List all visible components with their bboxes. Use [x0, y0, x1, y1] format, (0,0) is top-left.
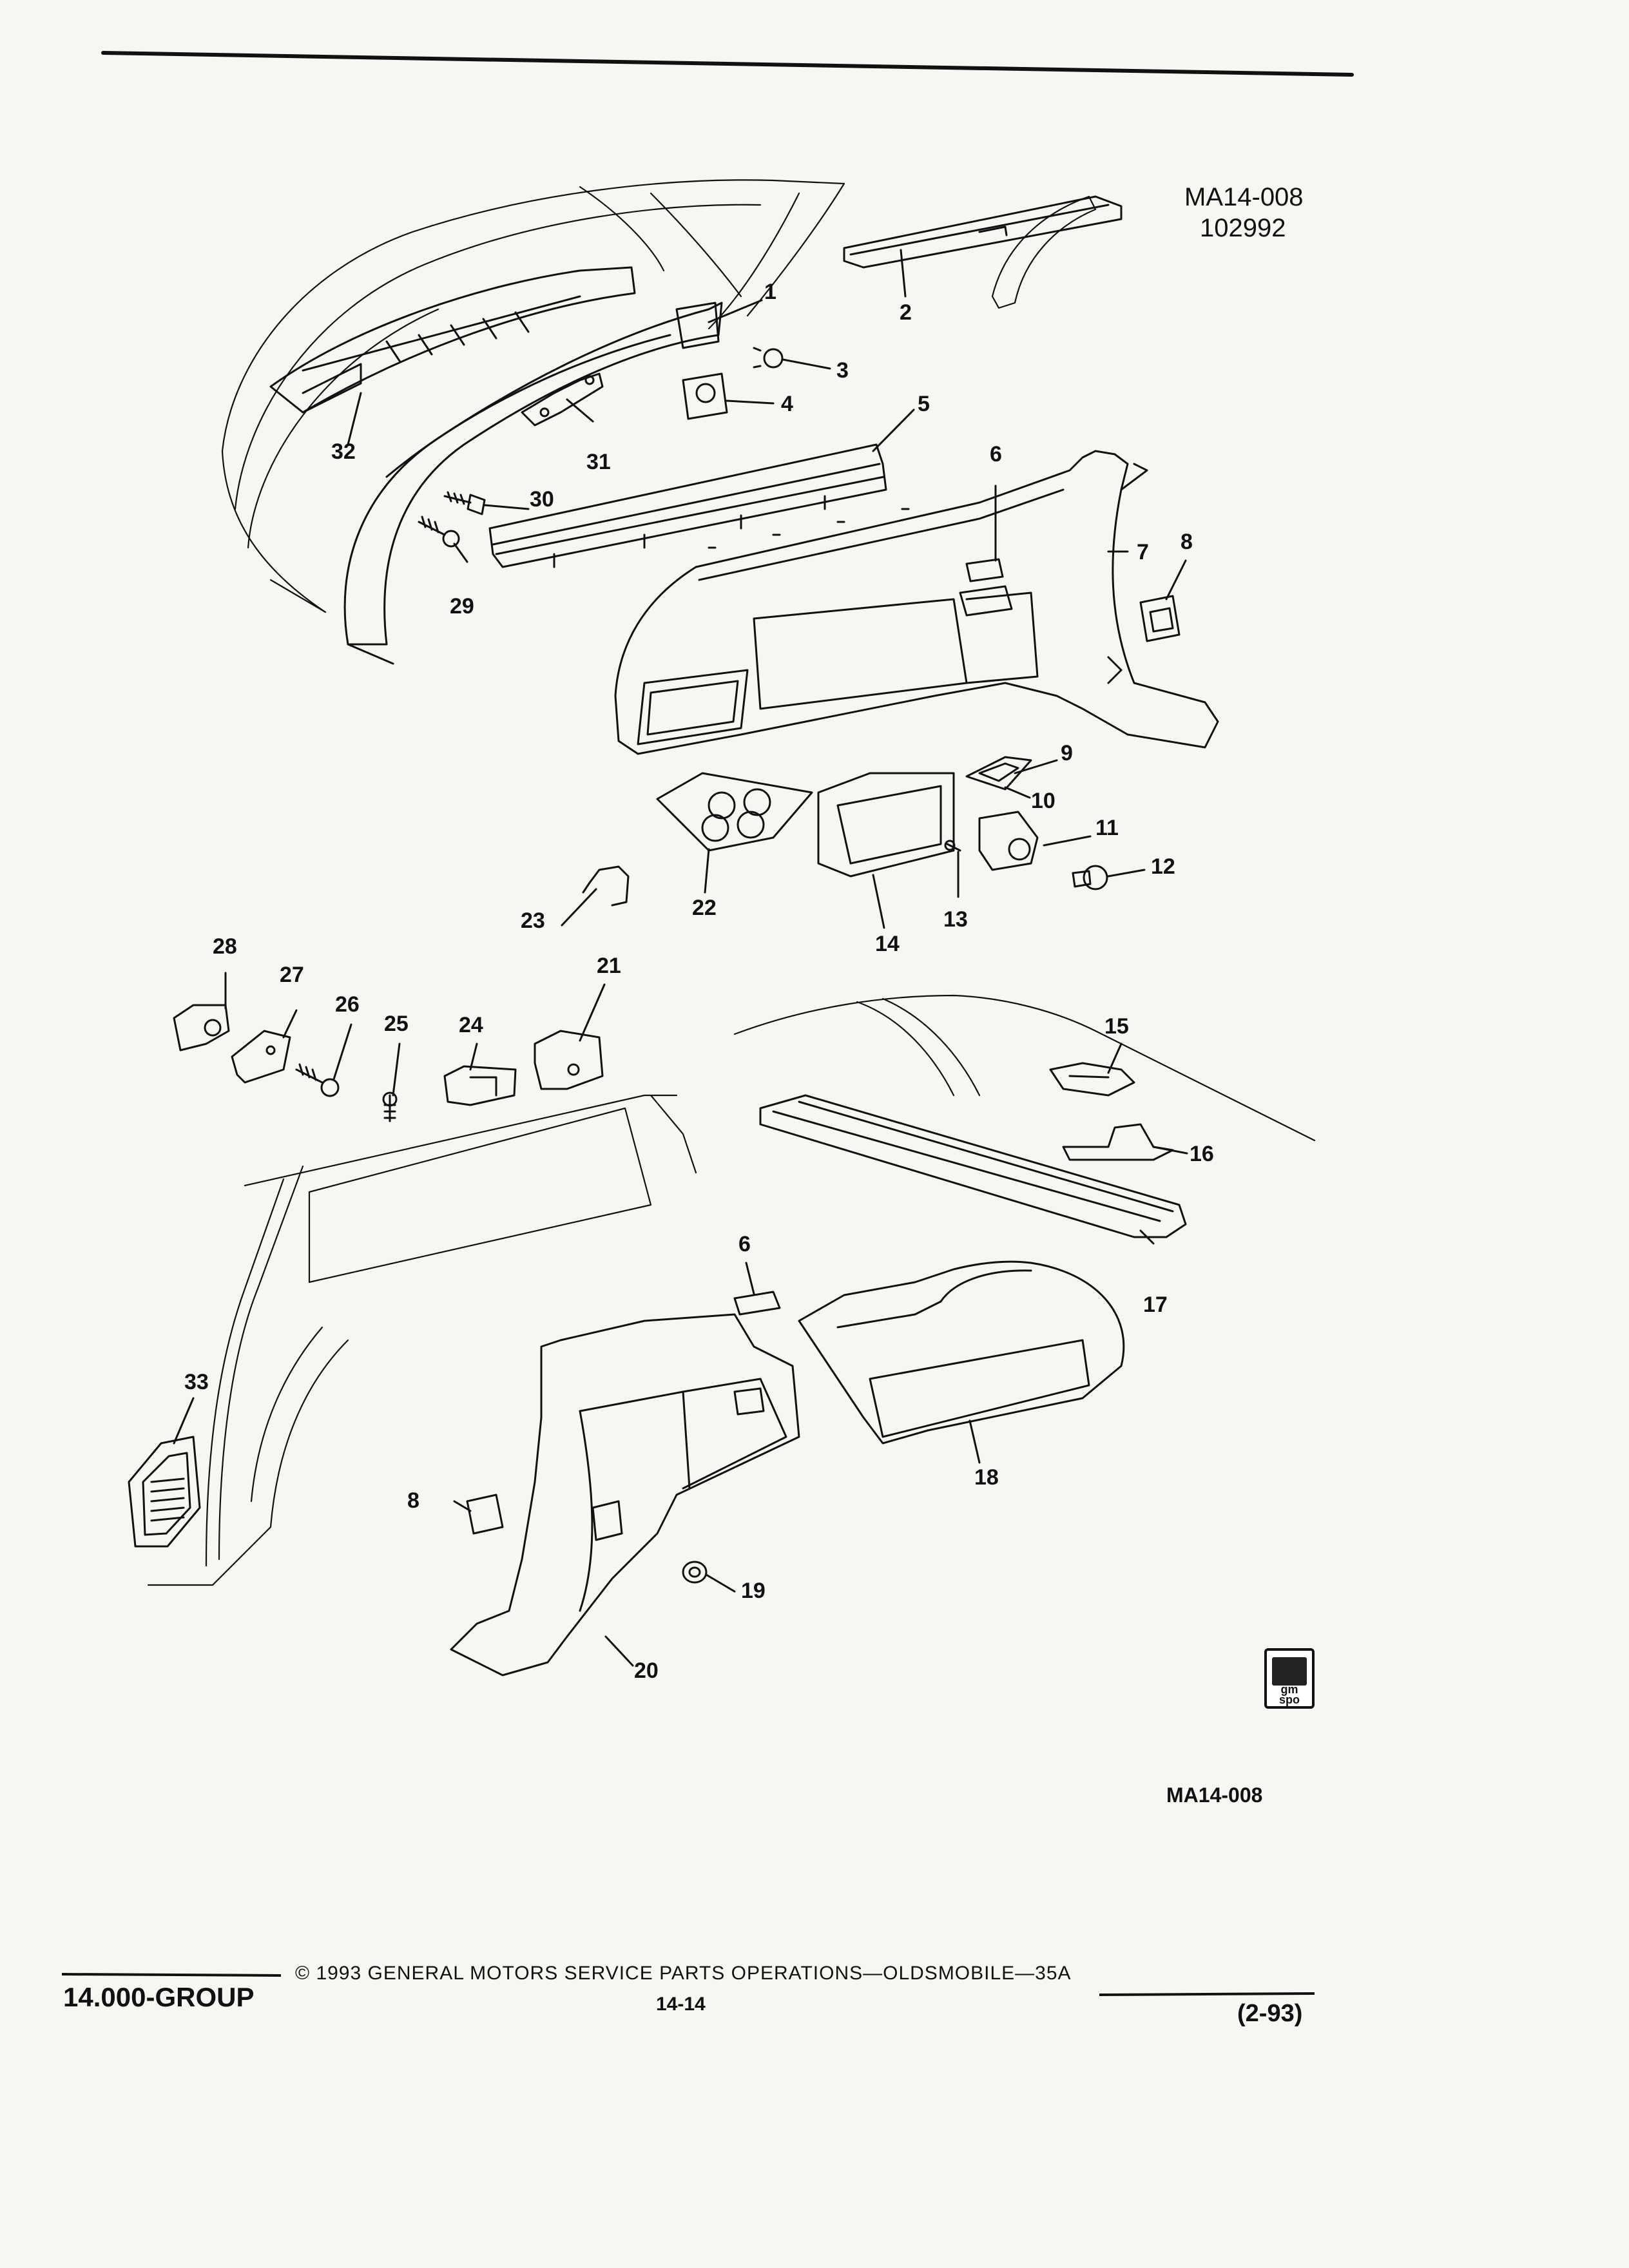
footer-page-number: 14-14 [656, 1994, 706, 2015]
part-18-wheelhouse [798, 1260, 1125, 1445]
callout-32: 32 [331, 439, 356, 464]
gm-spo-logo: gm spo [1264, 1648, 1315, 1709]
part-6-pad-lower [733, 1291, 781, 1316]
part-1-roof-rail-trim [343, 302, 723, 665]
callout-28: 28 [213, 934, 237, 959]
callout-16: 16 [1190, 1142, 1214, 1166]
callout-5: 5 [918, 392, 930, 416]
figure-bottom-ref: MA14-008 [1166, 1783, 1263, 1807]
part-11-socket [978, 811, 1039, 871]
part-14-compartment [817, 772, 955, 878]
callout-9: 9 [1061, 741, 1073, 765]
part-31-bracket [521, 372, 604, 427]
callout-8-lower: 8 [407, 1488, 419, 1513]
part-2-window-trim [843, 195, 1123, 269]
part-8-grille-lower [466, 1494, 504, 1535]
part-22-cupholder [656, 772, 813, 852]
callout-27: 27 [280, 963, 304, 987]
callout-6-lower: 6 [738, 1232, 751, 1256]
lower-body-outline [147, 994, 1316, 1586]
callout-13: 13 [943, 907, 968, 932]
part-4-clip [682, 372, 728, 420]
callout-12: 12 [1151, 854, 1175, 879]
part-9-10-lamp [965, 756, 1032, 791]
callout-18: 18 [974, 1465, 999, 1490]
part-33-speaker-grille [128, 1436, 201, 1548]
footer-revision: (2-93) [1237, 2000, 1303, 2027]
part-16-strap [1062, 1123, 1174, 1161]
callout-23: 23 [521, 908, 545, 933]
part-12-knob [1072, 865, 1108, 890]
part-19-grommet [682, 1561, 708, 1584]
callout-31: 31 [586, 450, 611, 474]
part-29-screw [418, 515, 460, 548]
upper-body-outline [221, 179, 1097, 613]
callout-20: 20 [634, 1658, 659, 1683]
callout-4: 4 [781, 392, 793, 416]
part-3-retainer [753, 347, 784, 369]
part-5-sill-trim [488, 443, 887, 568]
callout-10: 10 [1031, 789, 1055, 813]
callout-29: 29 [450, 594, 474, 619]
callout-19: 19 [741, 1579, 766, 1603]
part-8-grille-upper [1139, 595, 1181, 642]
logo-text: gm spo [1278, 1683, 1300, 1706]
part-28-bracket [173, 1004, 230, 1052]
part-15-hinge [1049, 1062, 1135, 1097]
part-20-lower-quarter-trim [450, 1313, 800, 1677]
callout-21: 21 [597, 954, 621, 978]
part-32-rear-header-trim [269, 266, 636, 414]
part-26-screw [295, 1063, 340, 1097]
callout-17: 17 [1143, 1293, 1168, 1317]
callout-6-upper: 6 [990, 442, 1002, 466]
logo-emblem [1272, 1657, 1307, 1686]
callout-8-upper: 8 [1181, 530, 1193, 554]
callout-7: 7 [1137, 540, 1149, 564]
part-24-retainer [443, 1065, 517, 1106]
figure-code: MA14-008 [1184, 183, 1304, 211]
callout-25: 25 [384, 1012, 409, 1036]
callout-24: 24 [459, 1013, 483, 1037]
part-21-latch [534, 1030, 604, 1090]
part-27-plate [231, 1030, 291, 1084]
part-6-pad-upper [959, 558, 1013, 617]
top-rule [101, 51, 1354, 77]
part-25-screw [382, 1091, 398, 1122]
callout-26: 26 [335, 992, 360, 1017]
part-13-screw [944, 840, 961, 852]
part-17-sill-plate [759, 1094, 1187, 1238]
callout-33: 33 [184, 1370, 209, 1394]
part-23-clip [582, 865, 630, 907]
callout-22: 22 [692, 896, 717, 920]
part-7-quarter-trim [614, 450, 1219, 755]
callout-14: 14 [875, 932, 900, 956]
callout-11: 11 [1095, 816, 1119, 840]
footer-copyright: © 1993 GENERAL MOTORS SERVICE PARTS OPER… [295, 1963, 1072, 1984]
callout-30: 30 [530, 487, 554, 512]
leader-lines [173, 249, 1188, 1667]
footer-group: 14.000-GROUP [63, 1982, 255, 2012]
callout-1: 1 [764, 280, 776, 304]
callout-3: 3 [836, 358, 849, 383]
callout-2: 2 [900, 300, 912, 325]
callout-15: 15 [1104, 1014, 1129, 1039]
figure-date-code: 102992 [1200, 214, 1286, 242]
part-30-screw [443, 491, 486, 515]
